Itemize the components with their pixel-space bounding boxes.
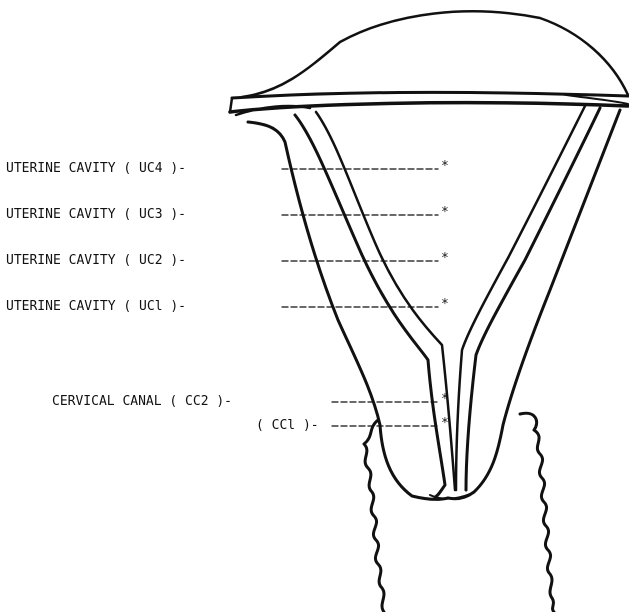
vaginal-wall-right: [520, 413, 554, 612]
fundus-dome: [242, 11, 628, 97]
marker-cc2: *: [441, 393, 449, 407]
uterus-outer-right: [448, 110, 620, 499]
marker-cc1: *: [441, 417, 449, 431]
label-uterine-cavity-uc2: UTERINE CAVITY ( UC2 )-: [6, 254, 186, 268]
label-uterine-cavity-uc3: UTERINE CAVITY ( UC3 )-: [6, 208, 186, 222]
label-cervical-canal-cc2: CERVICAL CANAL ( CC2 )-: [52, 395, 232, 409]
label-cervical-canal-cc1: ( CCl )-: [256, 419, 319, 433]
left-horn: [230, 98, 310, 115]
marker-uc2: *: [441, 252, 449, 266]
vaginal-wall-left: [364, 420, 384, 612]
cavity-right-inner-wall: [456, 106, 585, 490]
marker-uc1: *: [441, 298, 449, 312]
marker-uc3: *: [441, 206, 449, 220]
label-uterine-cavity-uc1: UTERINE CAVITY ( UCl )-: [6, 300, 186, 314]
cavity-left-outer-wall: [295, 115, 445, 497]
marker-uc4: *: [441, 160, 449, 174]
label-uterine-cavity-uc4: UTERINE CAVITY ( UC4 )-: [6, 162, 186, 176]
fundus-band-bottom: [230, 103, 628, 112]
